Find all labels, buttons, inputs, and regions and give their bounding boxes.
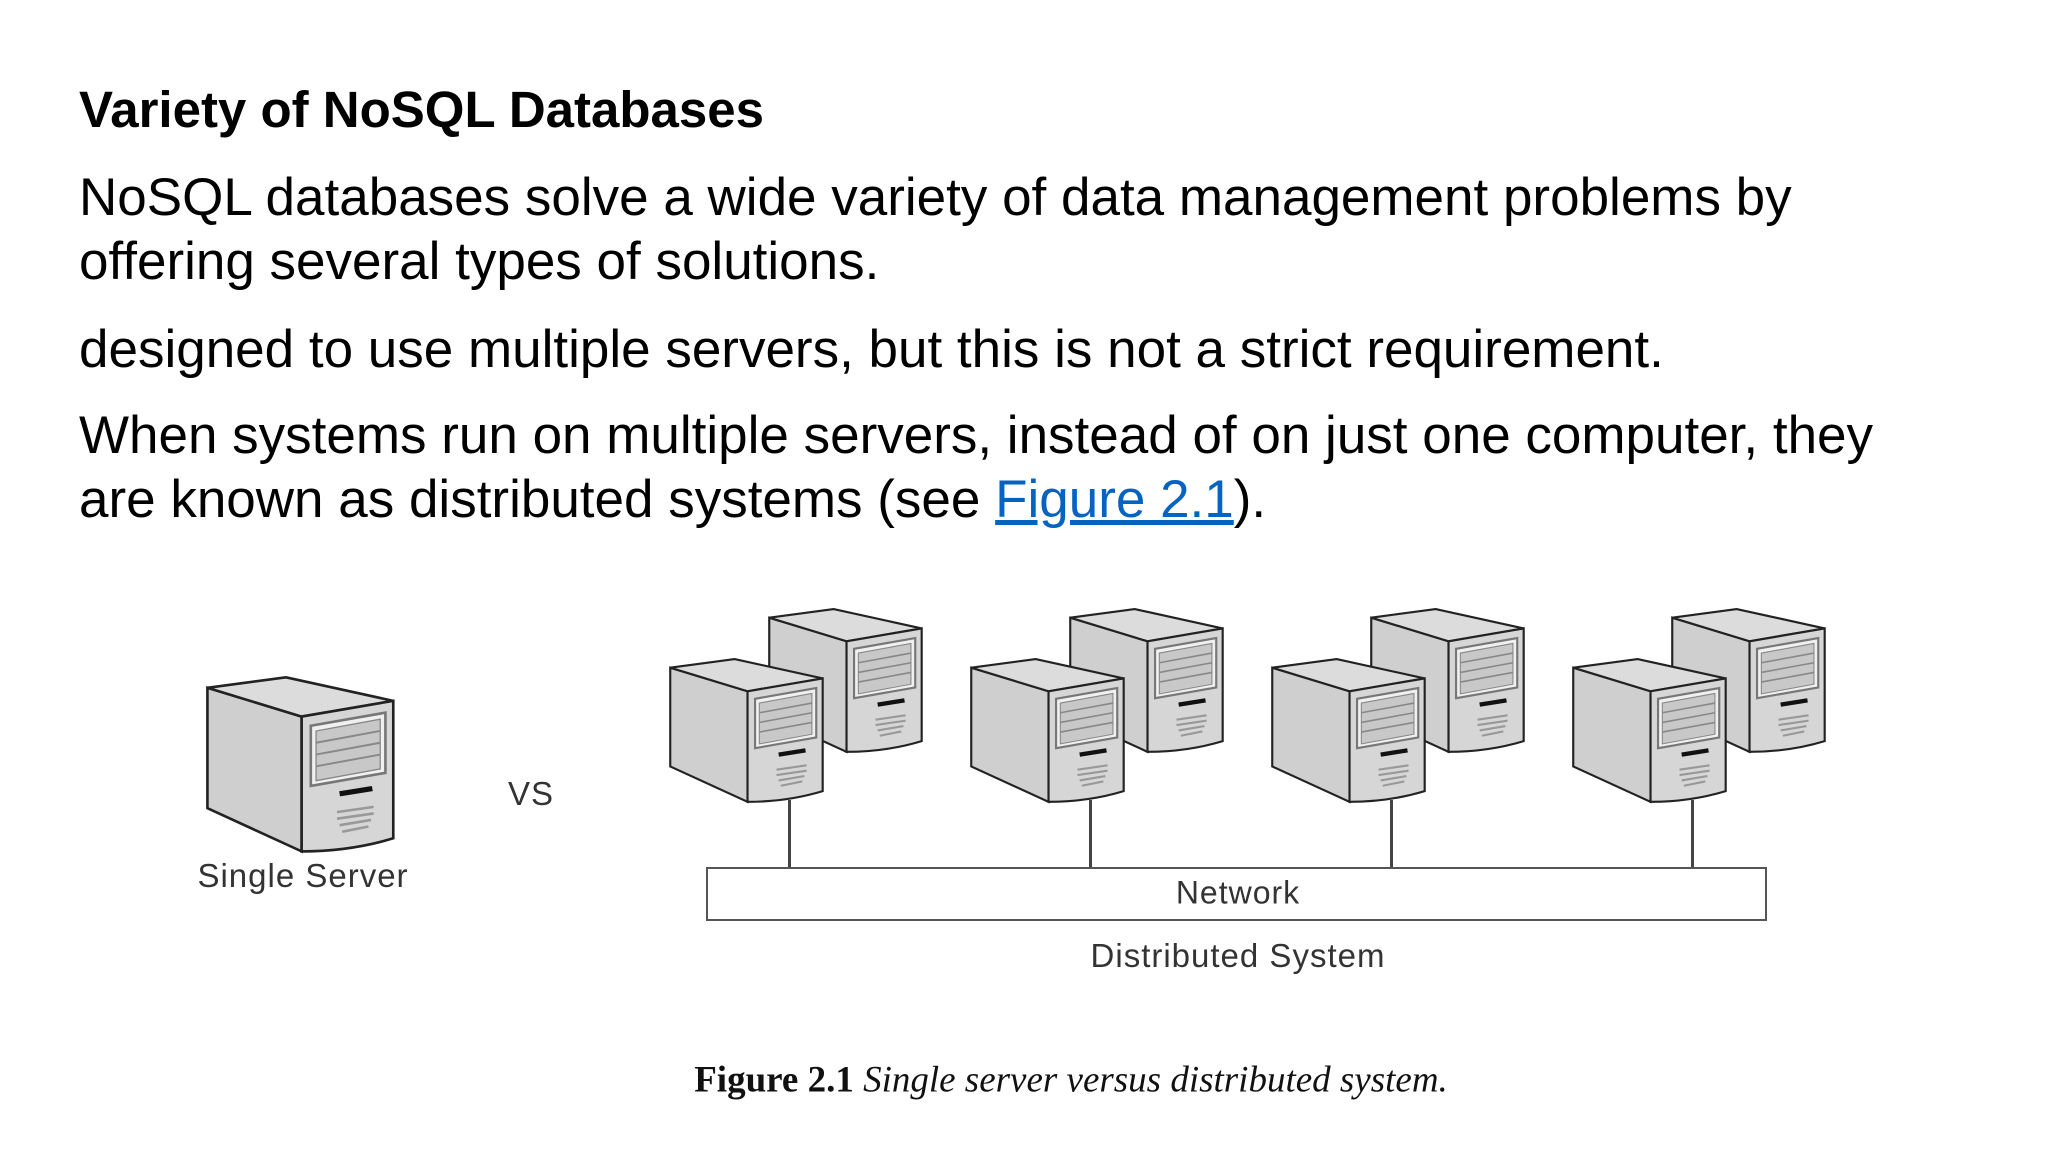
network-wire: [1691, 800, 1694, 868]
paragraph-2: designed to use multiple servers, but th…: [79, 320, 1664, 379]
network-box: [706, 867, 1767, 921]
figure-caption: Figure 2.1 Single server versus distribu…: [694, 1059, 1448, 1102]
paragraph-3-line-1: When systems run on multiple servers, in…: [79, 406, 1874, 465]
network-wire: [1089, 800, 1092, 868]
server-front-icon: [669, 658, 825, 804]
paragraph-3-text: are known as distributed systems (see: [79, 470, 996, 529]
server-front-icon: [1271, 658, 1427, 804]
paragraph-3-line-2: are known as distributed systems (see Fi…: [79, 468, 1873, 532]
slide-title: Variety of NoSQL Databases: [79, 81, 764, 138]
caption-text: Single server versus distributed system.: [863, 1059, 1448, 1101]
caption-number: Figure 2.1: [694, 1059, 854, 1101]
single-server-label: Single Server: [197, 857, 409, 894]
paragraph-1-line-2: offering several types of solutions.: [79, 232, 880, 291]
paragraph-1-line-1: NoSQL databases solve a wide variety of …: [79, 168, 1792, 227]
figure-link[interactable]: Figure 2.1: [995, 470, 1234, 529]
server-front-icon: [970, 658, 1126, 804]
network-label: Network: [1175, 874, 1301, 911]
server-front-icon: [1572, 658, 1728, 804]
distributed-system-label: Distributed System: [1090, 937, 1386, 974]
paragraph-3: When systems run on multiple servers, in…: [79, 404, 1873, 532]
single-server-icon: [206, 676, 396, 854]
paragraph-3-end: ).: [1233, 470, 1267, 529]
paragraph-1: NoSQL databases solve a wide variety of …: [79, 166, 1792, 294]
network-wire: [1390, 800, 1393, 868]
network-wire: [788, 800, 791, 868]
vs-label: VS: [507, 775, 555, 812]
